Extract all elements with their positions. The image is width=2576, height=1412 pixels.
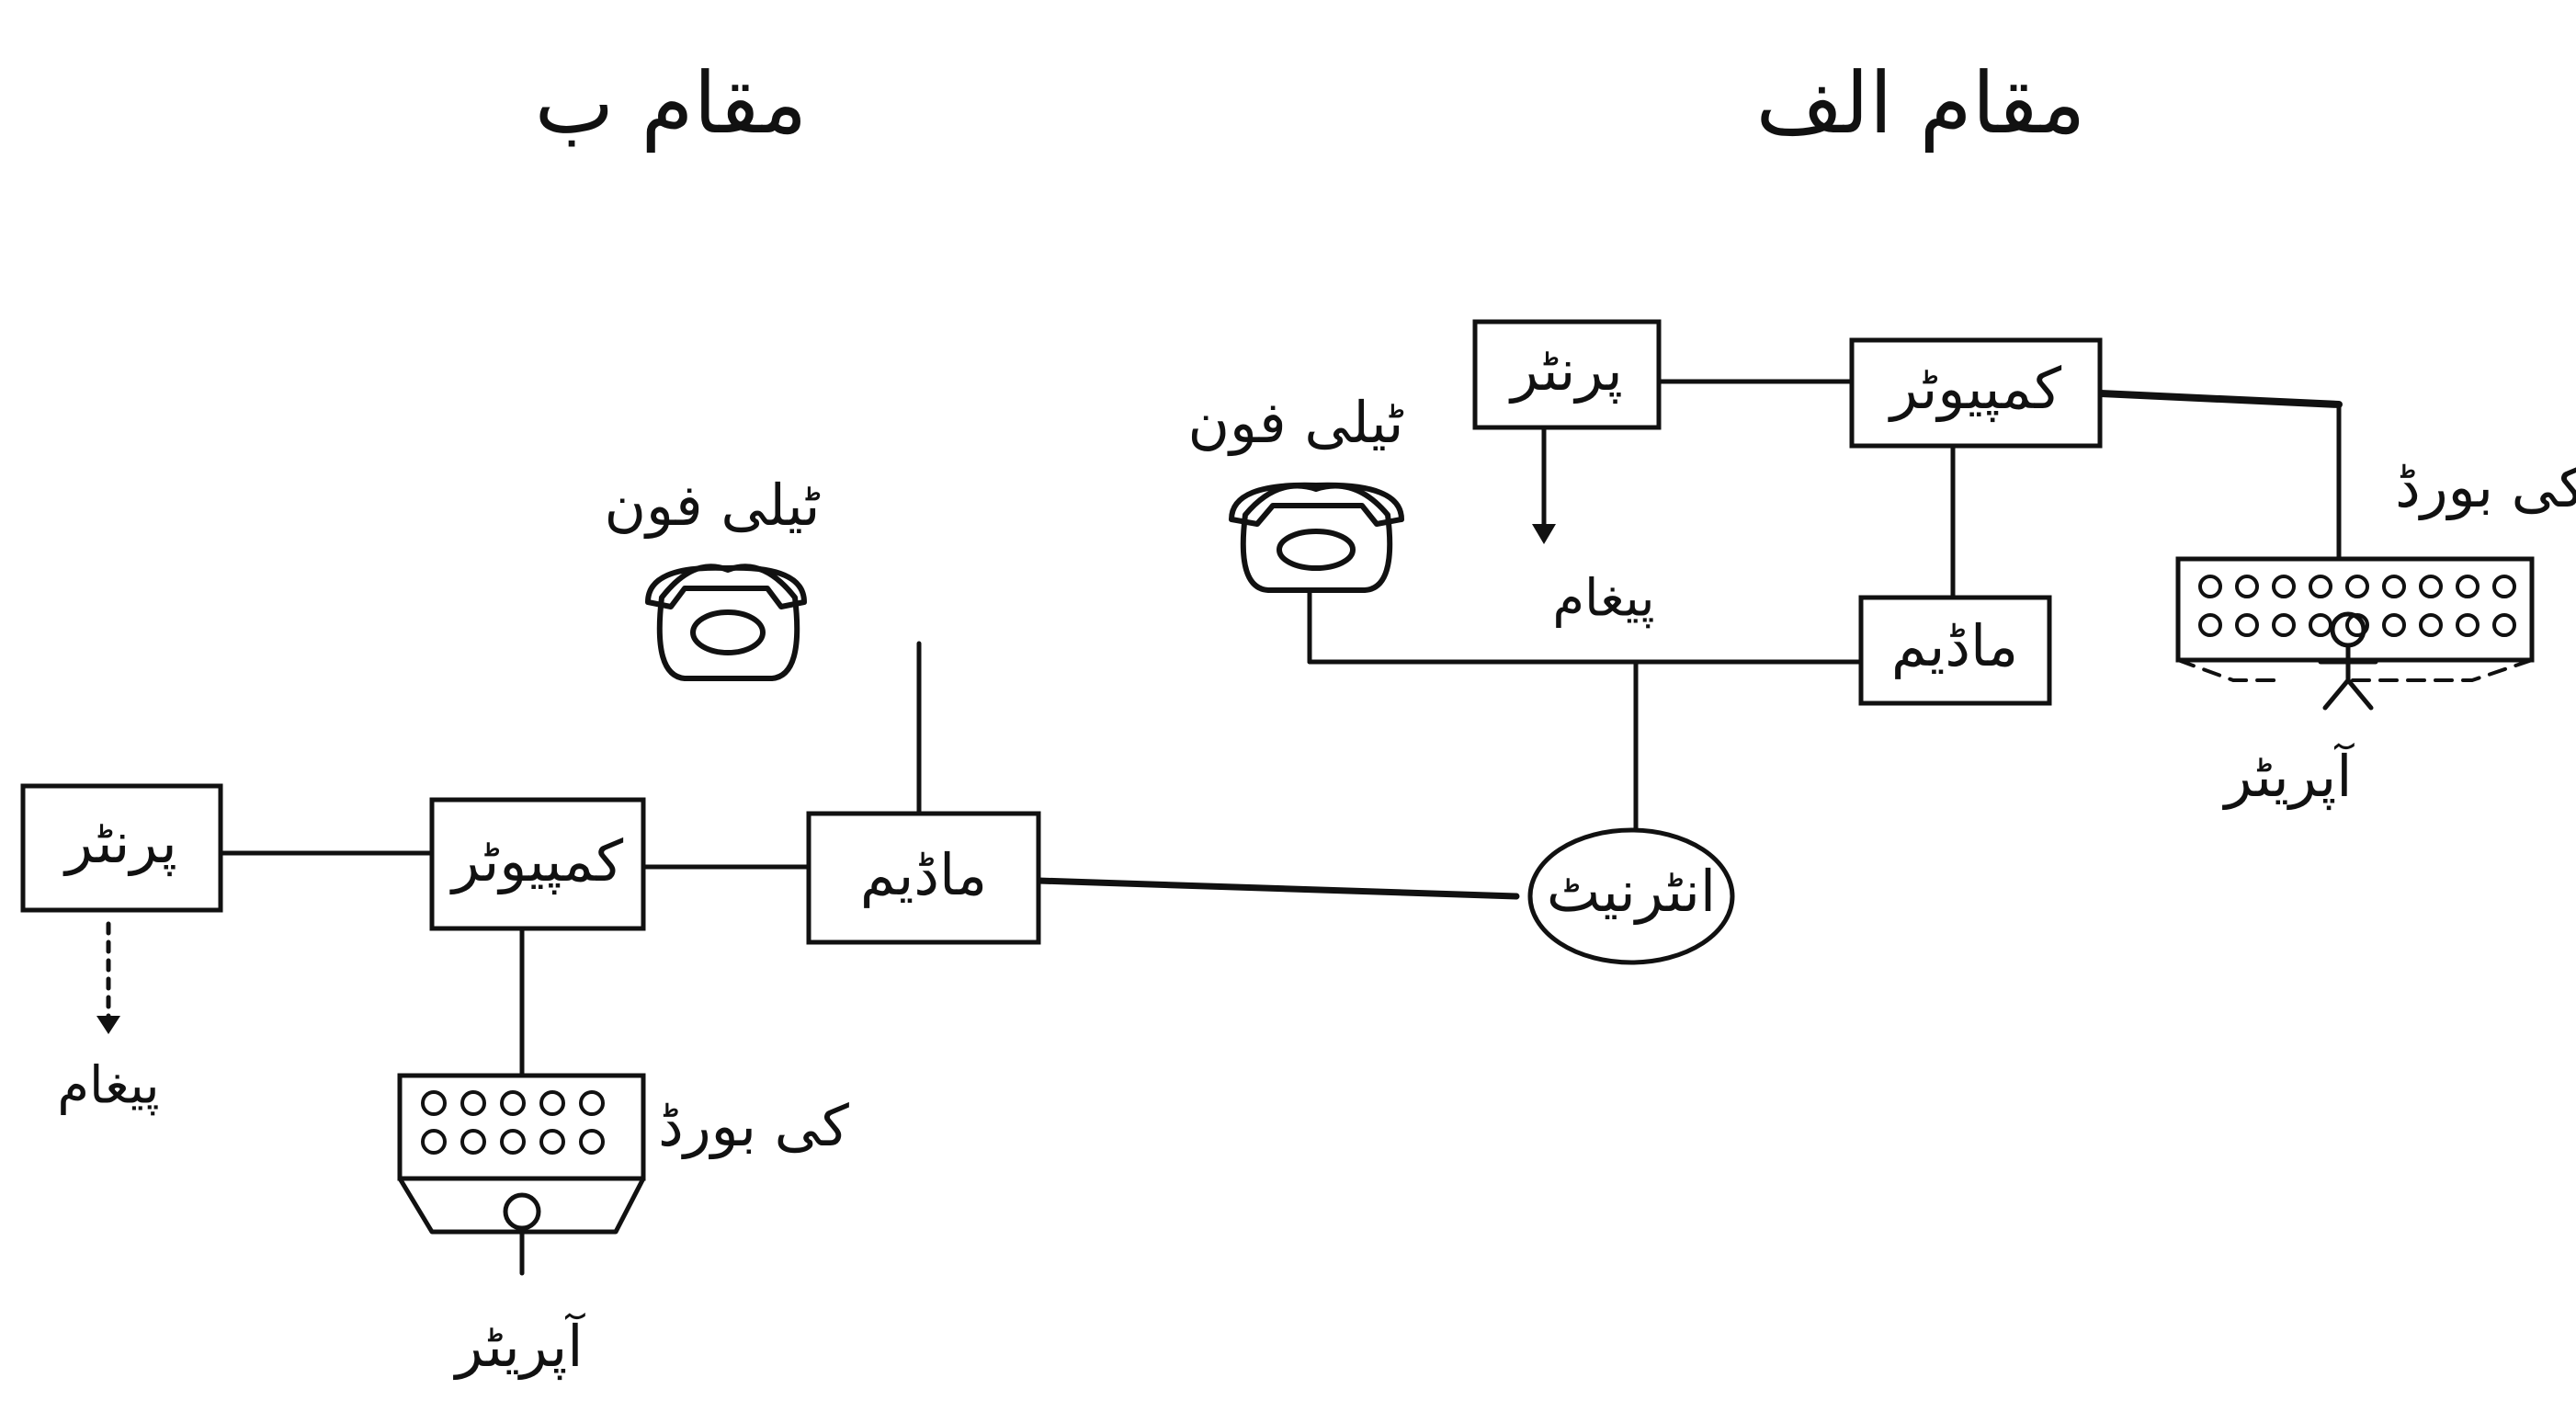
modem-a-label: ماڈیم (1891, 612, 2018, 679)
keyboard-b (400, 1076, 643, 1232)
arrow-down-icon (96, 1016, 120, 1034)
connection-lines (108, 381, 2339, 1076)
operator-a-label: آپریٹر (2222, 742, 2355, 811)
message-b-label: پیغام (57, 1056, 159, 1116)
internet-label: انٹرنیٹ (1547, 858, 1716, 926)
computer-b-label: کمپیوٹر (449, 827, 624, 895)
printer-b-label: پرنٹر (62, 809, 177, 877)
arrow-down-icon (1532, 524, 1556, 544)
telephone-b-label: ٹیلی فون (604, 472, 820, 540)
message-a-label: پیغام (1552, 569, 1654, 629)
telephone-b-icon (648, 566, 804, 678)
place-a-title: مقام الف (1756, 54, 2086, 154)
keyboard-b-label: کی بورڈ (658, 1092, 849, 1160)
telephone-a-icon (1231, 485, 1401, 590)
operator-b-label: آپریٹر (453, 1312, 586, 1381)
computer-a-label: کمپیوٹر (1888, 355, 2062, 423)
modem-b-label: ماڈیم (860, 841, 987, 908)
keyboard-a-label: کی بورڈ (2395, 453, 2576, 521)
place-b-title: مقام ب (535, 54, 808, 154)
printer-a-label: پرنٹر (1508, 336, 1623, 404)
telephone-a-label: ٹیلی فون (1187, 389, 1403, 457)
